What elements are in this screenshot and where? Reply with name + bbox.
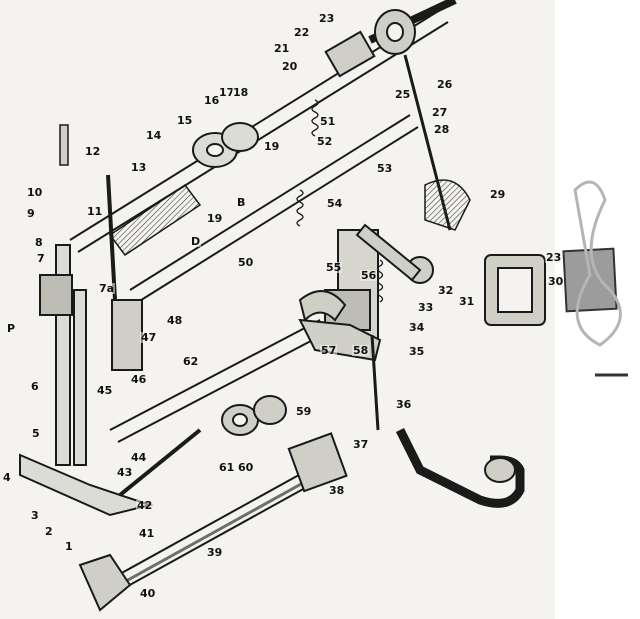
- second-shaft: [129, 114, 419, 303]
- clamp-knob: [484, 457, 516, 483]
- label-2: 2: [44, 525, 54, 538]
- cam-29: [424, 179, 471, 231]
- label-7a: 7a: [98, 282, 116, 295]
- label-23b: 23: [545, 251, 563, 264]
- coupling-61: [221, 395, 287, 436]
- label-62: 62: [182, 355, 200, 368]
- label-39: 39: [206, 546, 224, 559]
- label-27: 27: [431, 106, 449, 119]
- label-42: 42: [136, 499, 154, 512]
- label-59: 59: [295, 405, 313, 418]
- label-15: 15: [176, 114, 194, 127]
- rod-36: [370, 334, 380, 431]
- needle-bar-assembly: [39, 244, 143, 466]
- label-B: B: [236, 196, 247, 209]
- label-10: 10: [26, 186, 44, 199]
- lever-44: [118, 428, 202, 497]
- label-41: 41: [138, 527, 156, 540]
- lower-shaft-62: [109, 319, 329, 443]
- label-9: 9: [26, 207, 36, 220]
- hatched-part-13: [108, 183, 202, 257]
- label-32: 32: [437, 284, 455, 297]
- label-44: 44: [130, 451, 148, 464]
- label-60: 60: [237, 461, 255, 474]
- collar-clamp: [192, 122, 259, 168]
- label-16: 16: [203, 94, 221, 107]
- label-43: 43: [116, 466, 134, 479]
- label-13: 13: [130, 161, 148, 174]
- top-right-bracket: [324, 9, 416, 78]
- label-25: 25: [394, 88, 412, 101]
- label-56: 56: [360, 269, 378, 282]
- label-50: 50: [237, 256, 255, 269]
- label-52: 52: [316, 135, 334, 148]
- label-P: P: [6, 322, 17, 335]
- label-29: 29: [489, 188, 507, 201]
- label-58: 58: [352, 344, 370, 357]
- label-14: 14: [145, 129, 163, 142]
- center-column: [298, 229, 379, 341]
- label-36: 36: [395, 398, 413, 411]
- label-28: 28: [433, 123, 451, 136]
- label-11: 11: [86, 205, 104, 218]
- side-plate: [562, 247, 618, 313]
- label-8: 8: [34, 236, 44, 249]
- rod-12: [106, 174, 117, 301]
- block-38: [287, 432, 348, 493]
- label-23a: 23: [318, 12, 336, 25]
- presser-foot: [19, 453, 154, 517]
- label-19a: 19: [263, 140, 281, 153]
- label-20: 20: [281, 60, 299, 73]
- label-22: 22: [293, 26, 311, 39]
- label-D: D: [190, 235, 202, 248]
- label-40: 40: [139, 587, 157, 600]
- label-26: 26: [436, 78, 454, 91]
- label-17: 17: [218, 86, 236, 99]
- label-38: 38: [328, 484, 346, 497]
- label-4: 4: [2, 471, 12, 484]
- label-53: 53: [376, 162, 394, 175]
- label-5: 5: [31, 427, 41, 440]
- crank-32: [355, 223, 434, 284]
- label-3: 3: [30, 509, 40, 522]
- label-46: 46: [130, 373, 148, 386]
- label-61: 61: [218, 461, 236, 474]
- label-6: 6: [30, 380, 40, 393]
- label-18: 18: [232, 86, 250, 99]
- label-19b: 19: [206, 212, 224, 225]
- label-35: 35: [408, 345, 426, 358]
- label-21: 21: [273, 42, 291, 55]
- label-33: 33: [417, 301, 435, 314]
- label-12: 12: [84, 145, 102, 158]
- foot-40: [78, 553, 132, 612]
- label-51: 51: [319, 115, 337, 128]
- label-54: 54: [326, 197, 344, 210]
- label-37: 37: [352, 438, 370, 451]
- label-45: 45: [96, 384, 114, 397]
- label-30: 30: [547, 275, 565, 288]
- faint-sketch: [573, 180, 622, 347]
- label-34: 34: [408, 321, 426, 334]
- label-48: 48: [166, 314, 184, 327]
- label-47: 47: [140, 331, 158, 344]
- label-7: 7: [36, 252, 46, 265]
- label-1: 1: [64, 540, 74, 553]
- plate-30: [484, 254, 546, 326]
- pin-part: [59, 124, 69, 166]
- label-31: 31: [458, 295, 476, 308]
- label-57: 57: [320, 344, 338, 357]
- label-55: 55: [325, 261, 343, 274]
